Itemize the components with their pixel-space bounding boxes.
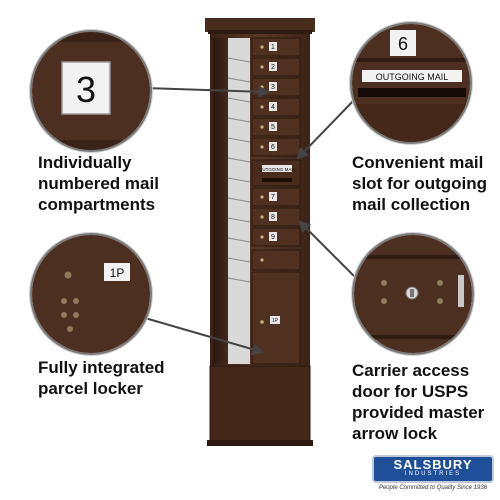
- callout-compartment-number: 3: [76, 69, 96, 110]
- parcel-lock-dots: [61, 271, 79, 332]
- interior-shelves: [227, 57, 251, 283]
- callout-parcel-locker: 1P: [30, 233, 152, 355]
- callout-parcel-label: 1P: [110, 266, 125, 280]
- unit-pedestal: [209, 365, 311, 445]
- caption-carrier-door: Carrier access door for USPS provided ma…: [352, 361, 485, 443]
- door-number-9: 9: [271, 234, 275, 241]
- caption-parcel-locker: Fully integrated parcel locker: [38, 358, 165, 398]
- carrier-lock-dots: [381, 280, 443, 304]
- caption-numbered-compartments: Individually numbered mail compartments: [38, 153, 159, 214]
- door-number-5: 5: [271, 124, 275, 131]
- callout-numbered-compartment: 3: [30, 30, 152, 152]
- brand-tagline: People Committed to Quality Since 1936: [378, 485, 488, 491]
- caption-outgoing-slot: Convenient mail slot for outgoing mail c…: [352, 153, 488, 214]
- door-number-plates: [269, 42, 277, 241]
- compartment-doors: [251, 37, 301, 271]
- callout-slot-number: 6: [398, 34, 408, 54]
- brand-logo: SALSBURY INDUSTRIES People Committed to …: [372, 455, 494, 495]
- unit-slot-label: OUTGOING MAIL: [259, 167, 296, 172]
- door-number-1: 1: [271, 44, 275, 51]
- outgoing-mail-panel: [251, 159, 301, 187]
- callout-outgoing-slot: 6 OUTGOING MAIL: [350, 22, 472, 144]
- door-number-4: 4: [271, 104, 275, 111]
- brand-name: SALSBURY: [393, 457, 473, 472]
- unit-parcel-label: 1P: [272, 318, 279, 324]
- brand-sub: INDUSTRIES: [404, 471, 462, 477]
- door-number-2: 2: [271, 64, 275, 71]
- outgoing-mail-slot: [262, 178, 292, 182]
- door-number-3: 3: [271, 84, 275, 91]
- door-number-6: 6: [271, 144, 275, 151]
- swung-door: [213, 38, 228, 364]
- door-number-7: 7: [271, 194, 275, 201]
- callout-carrier-door: [352, 233, 474, 355]
- unit-crown: [205, 18, 315, 32]
- callout-slot-label: OUTGOING MAIL: [376, 72, 449, 82]
- door-number-8: 8: [271, 214, 275, 221]
